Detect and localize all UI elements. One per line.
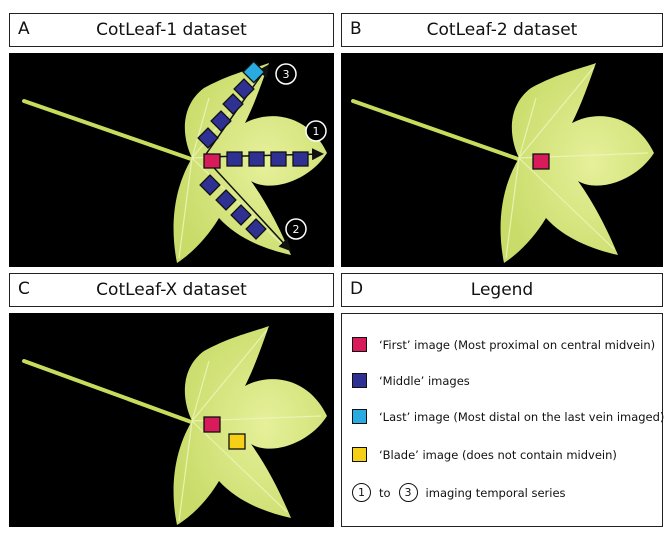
last-image-square: [242, 60, 266, 84]
panel-a-header: A CotLeaf-1 dataset: [9, 13, 334, 47]
series-marker-1: 1: [305, 120, 327, 142]
first-image-square: [532, 153, 550, 170]
panel-b-title: CotLeaf-2 dataset: [426, 20, 578, 40]
legend-blade-label: ‘Blade’ image (does not contain midvein): [379, 447, 617, 462]
legend-last: ‘Last’ image (Most distal on the last ve…: [352, 409, 664, 424]
first-swatch: [352, 337, 367, 352]
panel-c-letter: C: [18, 279, 30, 299]
series-marker-3: 3: [275, 63, 297, 85]
leaf-petiole: [351, 99, 523, 162]
panel-d-header: D Legend: [341, 273, 663, 307]
series-to-word: to: [379, 485, 391, 500]
svg-text:1: 1: [313, 125, 320, 138]
panel-d-title: Legend: [470, 280, 534, 300]
series-label: imaging temporal series: [425, 485, 566, 500]
panel-c-title: CotLeaf-X dataset: [96, 280, 247, 300]
series-end-circle: 3: [398, 483, 418, 502]
svg-text:3: 3: [283, 68, 290, 81]
legend-series: 1 to 3 imaging temporal series: [352, 483, 566, 502]
panel-a-title: CotLeaf-1 dataset: [96, 20, 247, 40]
leaf-petiole: [22, 99, 196, 162]
leaf-veins: [178, 329, 322, 522]
panel-a-image: 3 1 2: [9, 53, 334, 267]
leaf-blade: [500, 63, 654, 263]
middle-image-squares-series-2: [199, 174, 267, 240]
middle-image-squares-series-3: [197, 78, 255, 149]
legend-middle-label: ‘Middle’ images: [379, 373, 470, 388]
legend-middle: ‘Middle’ images: [352, 373, 470, 388]
last-swatch: [352, 409, 367, 424]
panel-c-image: [9, 313, 334, 527]
panel-b-image: [341, 53, 663, 267]
svg-text:2: 2: [293, 223, 300, 236]
panel-c-header: C CotLeaf-X dataset: [9, 273, 334, 307]
blade-swatch: [352, 447, 367, 462]
legend-first: ‘First’ image (Most proximal on central …: [352, 337, 655, 352]
middle-swatch: [352, 373, 367, 388]
legend-panel: ‘First’ image (Most proximal on central …: [341, 313, 664, 527]
legend-blade: ‘Blade’ image (does not contain midvein): [352, 447, 617, 462]
first-image-square: [203, 153, 221, 169]
leaf-petiole: [22, 359, 196, 425]
panel-a-letter: A: [18, 19, 30, 39]
blade-image-square: [228, 433, 246, 450]
series-marker-2: 2: [285, 218, 307, 240]
series-start-circle: 1: [352, 483, 371, 502]
panel-b-header: B CotLeaf-2 dataset: [341, 13, 663, 47]
legend-last-label: ‘Last’ image (Most distal on the last ve…: [379, 409, 665, 424]
first-image-square: [203, 416, 221, 433]
panel-b-letter: B: [350, 19, 362, 39]
leaf-blade: [173, 326, 327, 525]
middle-image-squares-series-1: [226, 151, 309, 167]
panel-d-letter: D: [350, 279, 364, 299]
legend-first-label: ‘First’ image (Most proximal on central …: [379, 337, 656, 352]
